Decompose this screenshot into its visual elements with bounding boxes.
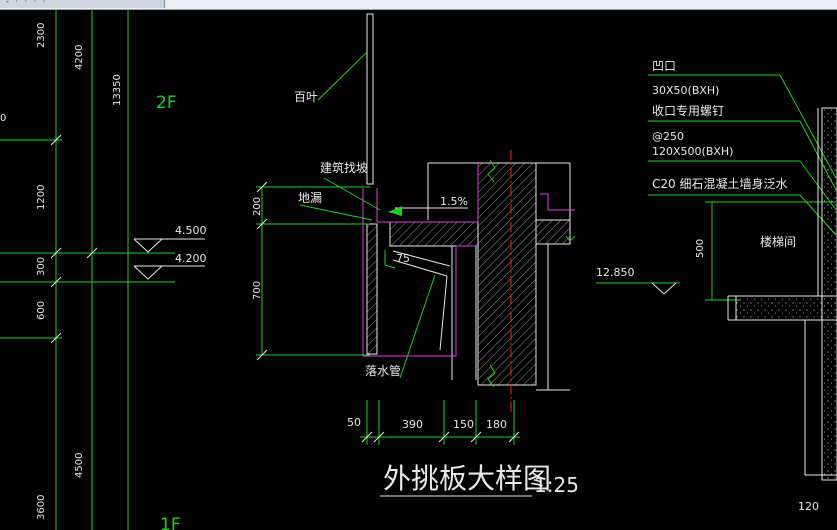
left-dimension-ticks [50,134,98,344]
dim-50: 50 [347,416,361,429]
downpipe [392,250,451,351]
slope-finish-label: 建筑找坡 [320,160,368,175]
dim-390: 390 [402,418,423,431]
elevation-marker-4500 [133,238,205,253]
detail-outline [427,162,571,391]
right-wall-lines [727,108,837,476]
stair-label: 楼梯间 [760,234,796,249]
right-wall [821,107,837,481]
window-title-bar: - · · · · [0,0,837,10]
right-slab-hatch [535,219,571,245]
floor-drain-label: 地漏 [298,191,322,205]
drawing-tab[interactable]: - · · · · [0,0,165,8]
cad-drawing-canvas[interactable]: 2300 4200 13350 1200 300 600 4500 3600 0… [0,9,837,530]
dim-300: 300 [36,257,47,276]
louver-label: 百叶 [294,90,318,104]
parapet-hatch [366,223,378,355]
elevation-4500: 4.500 [175,224,207,237]
elevation-12850: 12.850 [596,266,635,279]
dim-600: 600 [36,301,47,320]
dim-4500: 4500 [74,453,85,478]
elevation-4200: 4.200 [175,252,207,265]
dim-200: 200 [252,197,263,216]
note-line-4: @250 [652,130,684,143]
dim-120: 120 [798,500,819,513]
slab-hatch [389,221,479,247]
elevation-marker-4200 [133,265,205,280]
detail-dimension-ticks [256,181,520,443]
dim-4200: 4200 [74,45,85,70]
left-dimension-chain [0,9,175,530]
floor-label-2f: 2F [156,93,177,113]
downpipe-label: 落水管 [365,363,401,378]
dim-edge: 0 [0,113,6,124]
dim-150: 150 [453,418,474,431]
slope-label: 1.5% [440,195,468,208]
dim-13350: 13350 [112,74,123,106]
dim-180: 180 [486,418,507,431]
right-elevation-marker [651,282,677,295]
dim-3600: 3600 [36,495,47,520]
wall-hatch [477,162,537,386]
dim-75: 75 [396,252,410,265]
detail-title: 外挑板大样图 [383,462,551,495]
slope-arrowhead [388,206,402,216]
dim-2300: 2300 [36,23,47,48]
break-marks [487,159,576,388]
louver-leader [317,51,368,101]
left-dimension-texts: 2300 4200 13350 1200 300 600 4500 3600 0 [0,23,123,520]
note-line-2: 30X50(BXH) [652,84,719,97]
drawing-tab-label: - · · · · [6,0,48,6]
right-slab [735,295,837,321]
dim-1200: 1200 [36,185,47,210]
note-line-1: 凹口 [652,59,676,73]
note-line-3: 收口专用螺钉 [652,103,724,118]
floor-label-1f: 1F [160,515,181,530]
detail-leaders [256,177,520,445]
note-line-5: 120X500(BXH) [652,145,733,158]
dim-500: 500 [695,239,706,258]
waterproof-layer [362,163,575,357]
note-line-6: C20 细石混凝土墙身泛水 [652,176,787,191]
dim-700: 700 [252,281,263,300]
louver-blade [366,13,374,185]
detail-scale: 1:25 [534,473,579,497]
